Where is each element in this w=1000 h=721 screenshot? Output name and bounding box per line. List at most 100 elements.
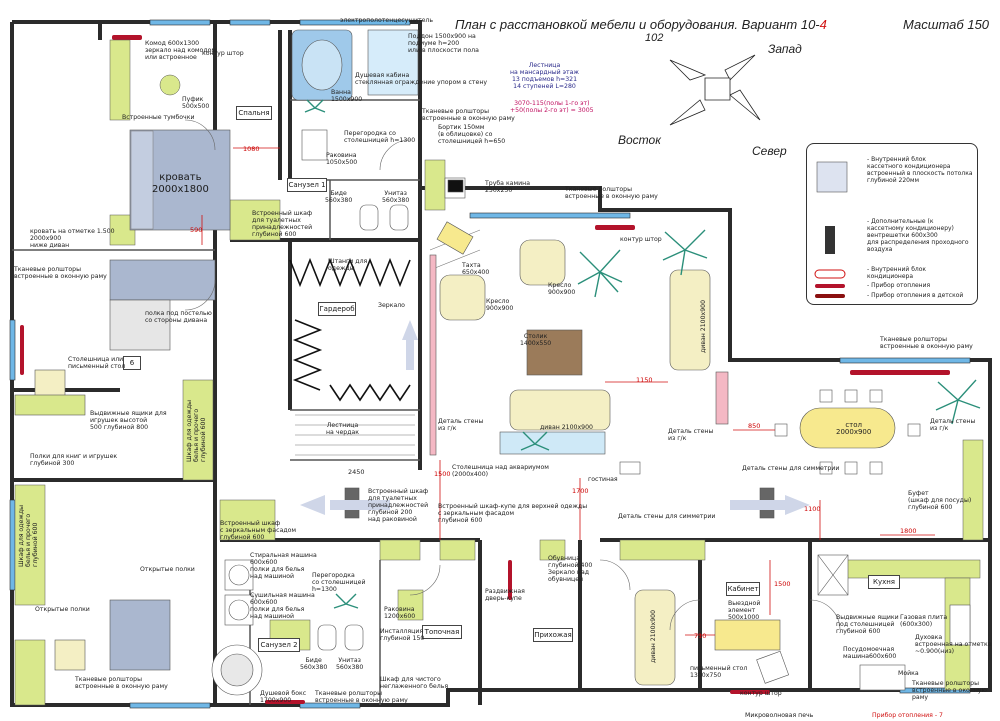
room-wardrobe: Гардероб xyxy=(318,302,356,316)
label-wardrobe-dirty: Шкаф для чистого неглаженного белья xyxy=(380,676,449,690)
room-furnace: Топочная xyxy=(422,625,462,639)
flow-arrows xyxy=(300,320,810,515)
label-open-shelves-mid: Открытые полки xyxy=(140,566,195,573)
label-drawers: Выдвижные ящики для игрушек высотой 500 … xyxy=(90,410,167,431)
dim-1800: 1800 xyxy=(900,527,917,535)
label-oven: Духовка встроенная на отметке ~0.900(низ… xyxy=(915,634,992,655)
label-chimney: Труба камина 250х250 xyxy=(485,180,530,194)
label-sill: Бортик 150мм (в облицовке) со столешнице… xyxy=(438,124,506,145)
label-wardrobe-linen: Шкаф для одежды белья и прочего глубиной… xyxy=(186,400,207,462)
label-desk: Столешница или письменный стол xyxy=(68,356,126,370)
label-wardrobe-coupe: Встроенный шкаф-купе для верхней одежды … xyxy=(438,503,588,524)
label-kitchen-drawers: Выдвижные ящики под столешницей глубиной… xyxy=(836,614,899,635)
plan-subtitle: 102 xyxy=(645,32,664,44)
label-bidet-1: Биде 560х380 xyxy=(325,190,353,204)
label-rollers-wc2: Тканевые ролшторы встроенные в оконную р… xyxy=(315,690,408,704)
label-open-shelves-left: Открытые полки xyxy=(35,606,90,613)
label-mirror: Зеркало xyxy=(378,302,405,309)
dim-1150: 1150 xyxy=(636,376,653,384)
wardrobe-rods xyxy=(289,257,411,402)
compass xyxy=(669,54,761,126)
label-wall-detail-3: Деталь стены из г/к xyxy=(930,418,976,432)
kids-furniture xyxy=(14,259,216,671)
label-wardrobe-hall: Встроенный шкаф с зеркальным фасадом глу… xyxy=(220,520,297,541)
label-bedside: Встроенные тумбочки xyxy=(122,114,195,121)
label-partition-1: Перегородка со столешницей h=1300 xyxy=(344,130,416,144)
label-bed-15: кровать на отметке 1.500 2000х900 ниже д… xyxy=(30,228,115,249)
doors xyxy=(184,119,841,631)
label-stair-calc: 3070-115(полы 1-го эт) +50(полы 2-го эт)… xyxy=(510,100,594,114)
label-curtain-living: контур штор xyxy=(620,236,662,243)
label-pouf: Пуфик 500х500 xyxy=(182,96,210,110)
label-wall-symmetry-1: Деталь стены для симметрии xyxy=(742,465,840,472)
label-shelf-divan: полка под постелью со стороны дивана xyxy=(145,310,212,324)
label-coffee-table: Столик 1400х550 xyxy=(520,333,552,347)
office-kitchen xyxy=(634,554,971,691)
label-curtain-bed: контур штор xyxy=(202,50,244,57)
label-wall-detail-1: Деталь стены из г/к xyxy=(438,418,484,432)
dim-1080: 1080 xyxy=(243,145,260,153)
label-shower-cabin: Душевая кабина стеклянная ограждение упо… xyxy=(355,72,488,86)
legend: - Внутренний блок кассетного кондиционер… xyxy=(806,143,978,305)
dim-710: 710 xyxy=(694,632,707,640)
label-armchair-2: Кресло 900х900 xyxy=(486,298,514,312)
label-bidet-2: Биде 560х380 xyxy=(300,657,328,671)
label-rollers-living: Тканевые ролшторы встроенные в оконную р… xyxy=(565,186,658,200)
room-bedroom: Спальня xyxy=(236,106,272,120)
label-rollers-left: Тканевые ролшторы встроенные в оконную р… xyxy=(14,266,107,280)
label-rollers-kitchen: Тканевые ролшторы встроенные в оконную р… xyxy=(912,680,987,701)
compass-west: Запад xyxy=(768,42,802,56)
legend-heater-kids: - Прибор отопления в детской xyxy=(867,292,964,299)
label-rail-office: контур штор xyxy=(740,690,782,697)
label-dishwasher: Посудомоечная машина600х600 xyxy=(843,646,897,660)
label-toilet-2: Унитаз 560х380 xyxy=(336,657,364,671)
legend-ac-cassette: - Внутренний блок кассетного кондиционер… xyxy=(867,156,973,184)
label-attic-stairs: Лестница на чердак xyxy=(326,422,360,436)
label-rollers-bath: Тканевые ролшторы встроенные в оконную р… xyxy=(422,108,515,122)
label-shower-box: Душевой бокс 1700х900 xyxy=(260,690,307,704)
label-desk-aquarium: Столешница над аквариумом (2000х400) xyxy=(452,464,549,478)
dim-1500: 1500 xyxy=(434,470,451,478)
stairs xyxy=(295,229,481,456)
label-wall-symmetry-2: Деталь стены для симметрии xyxy=(618,513,716,520)
plants xyxy=(304,99,981,609)
label-sliding-door: Раздвижная дверь-купе xyxy=(485,588,525,602)
label-writing-desk: письменный стол 1300х750 xyxy=(690,665,748,679)
dim-2450: 2450 xyxy=(348,468,365,476)
dim-1700: 1700 xyxy=(572,487,589,495)
label-chest: Комод 600х1300 зеркало над комодом или в… xyxy=(145,40,217,61)
label-partition-2: Перегородка со столешницей h=1300 xyxy=(312,572,366,593)
label-bed: кровать 2000х1800 xyxy=(152,172,209,195)
compass-east: Восток xyxy=(618,133,661,147)
label-wardrobe-rods: Штанги для одежды xyxy=(328,258,368,272)
cabinets xyxy=(14,39,984,706)
dim-1500b: 1500 xyxy=(774,580,791,588)
label-hob: Газовая плита (600х300) xyxy=(900,614,948,628)
plan-title: План с расстановкой мебели и оборудовани… xyxy=(455,17,827,32)
dim-850: 850 xyxy=(748,422,761,430)
label-shoes: Обувница глубиной 400 Зеркало над обувни… xyxy=(548,555,593,583)
dimension-lines xyxy=(201,147,935,636)
label-dryer: Сушильная машина 600х600 полки для белья… xyxy=(250,592,315,620)
dim-1100: 1100 xyxy=(804,505,821,513)
label-electric-towel: электрополотенцесушитель xyxy=(340,17,434,24)
label-wardrobe-left: Шкаф для одежды белья и прочего глубиной… xyxy=(18,505,39,567)
label-wall-detail-2: Деталь стены из г/к xyxy=(668,428,714,442)
plan-title-text: План с расстановкой мебели и оборудовани… xyxy=(455,17,820,32)
legend-ac-grid: - Дополнительные (к кассетному кондицион… xyxy=(867,218,969,253)
label-buffet: Буфет (шкаф для посуды) глубиной 600 xyxy=(908,490,972,511)
label-pullout: Выездной элемент 500х1000 xyxy=(728,600,761,621)
label-table: стол 2000х900 xyxy=(836,421,872,436)
label-wardrobe-bed: Встроенный шкаф для туалетных принадлежн… xyxy=(252,210,313,238)
label-wardrobe-toilet-acc: Встроенный шкаф для туалетных принадлежн… xyxy=(368,488,429,523)
label-ottoman: Тахта 650х400 xyxy=(462,262,490,276)
living-furniture xyxy=(429,177,729,475)
legend-heater: - Прибор отопления xyxy=(867,282,931,289)
bath-fixtures xyxy=(211,29,419,696)
dim-590: 590 xyxy=(190,226,203,234)
label-sofa-bottom: диван 2100х900 xyxy=(540,424,593,431)
bedroom-furniture xyxy=(129,74,231,231)
label-rollers-dining: Тканевые ролшторы встроенные в оконную р… xyxy=(880,336,973,350)
room-kitchen: Кухня xyxy=(868,575,900,589)
